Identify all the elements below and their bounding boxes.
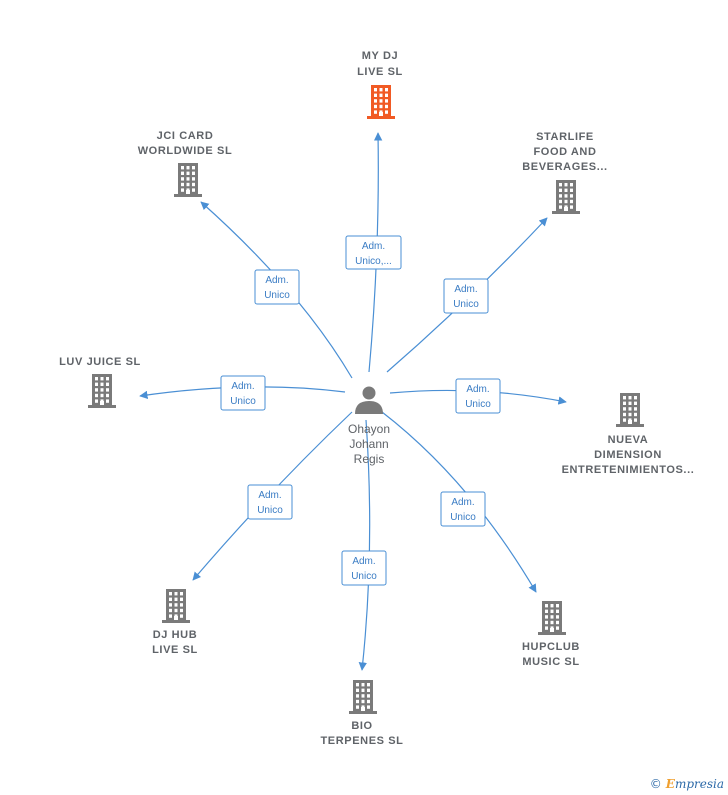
person-icon [355, 386, 383, 414]
company-name[interactable]: FOOD AND [533, 146, 596, 158]
company-node-hupclub-music-sl[interactable]: HUPCLUB MUSIC SL [522, 601, 580, 668]
building-icon[interactable] [367, 85, 395, 119]
company-node-my-dj-live-sl[interactable]: MY DJ LIVE SL [357, 50, 403, 119]
relation-text: Unico [453, 299, 479, 310]
company-name[interactable]: ENTRETENIMIENTOS... [562, 464, 695, 476]
relation-text: Adm. [231, 381, 254, 392]
relation-text: Unico [465, 399, 491, 410]
company-name[interactable]: TERPENES SL [320, 735, 403, 747]
person-name[interactable]: Ohayon [348, 422, 390, 436]
relation-text: Adm. [258, 490, 281, 501]
relation-label-starlife-food-and-beverages[interactable]: Adm. Unico [443, 278, 489, 314]
relation-label-hupclub-music-sl[interactable]: Adm. Unico [440, 491, 486, 527]
company-name[interactable]: WORLDWIDE SL [138, 145, 233, 157]
company-name[interactable]: STARLIFE [536, 131, 594, 143]
person-name[interactable]: Johann [349, 437, 388, 451]
person-name[interactable]: Regis [354, 452, 385, 466]
relation-text: Adm. [451, 497, 474, 508]
relation-text: Adm. [362, 241, 385, 252]
company-name[interactable]: MY DJ [362, 50, 398, 62]
relation-text: Unico [351, 571, 377, 582]
relation-text: Adm. [454, 284, 477, 295]
company-node-bio-terpenes-sl[interactable]: BIO TERPENES SL [320, 680, 403, 747]
relation-text: Adm. [265, 275, 288, 286]
relation-text: Unico [264, 290, 290, 301]
building-icon[interactable] [162, 589, 190, 623]
copyright-icon: © [649, 777, 662, 791]
company-name[interactable]: MUSIC SL [522, 656, 579, 668]
company-name[interactable]: HUPCLUB [522, 641, 580, 653]
building-icon[interactable] [349, 680, 377, 714]
company-name[interactable]: BIO [351, 720, 372, 732]
company-name[interactable]: NUEVA [608, 434, 649, 446]
company-name[interactable]: DIMENSION [594, 449, 662, 461]
company-name[interactable]: JCI CARD [157, 130, 214, 142]
relation-label-nueva-dimension-entretenimientos[interactable]: Adm. Unico [455, 378, 501, 414]
relation-label-dj-hub-live-sl[interactable]: Adm. Unico [247, 484, 293, 520]
brand-logo-initial: E [665, 777, 675, 791]
relation-label-jci-card-worldwide-sl[interactable]: Adm. Unico [254, 269, 300, 305]
relation-label-my-dj-live-sl[interactable]: Adm. Unico,... [345, 235, 402, 270]
company-node-starlife-food-and-beverages[interactable]: STARLIFE FOOD AND BEVERAGES... [522, 131, 607, 214]
company-name[interactable]: LIVE SL [152, 644, 198, 656]
building-icon[interactable] [538, 601, 566, 635]
company-node-jci-card-worldwide-sl[interactable]: JCI CARD WORLDWIDE SL [138, 130, 233, 197]
brand-footer: ©Empresia [650, 777, 724, 791]
relation-text: Unico [450, 512, 476, 523]
company-node-dj-hub-live-sl[interactable]: DJ HUB LIVE SL [152, 589, 198, 656]
relation-edge-bio-terpenes-sl [358, 419, 371, 671]
relation-label-luv-juice-sl[interactable]: Adm. Unico [220, 375, 266, 411]
building-icon[interactable] [88, 374, 116, 408]
building-icon[interactable] [174, 163, 202, 197]
relation-label-bio-terpenes-sl[interactable]: Adm. Unico [341, 550, 387, 586]
company-node-nueva-dimension-entretenimientos[interactable]: NUEVA DIMENSION ENTRETENIMIENTOS... [562, 393, 695, 476]
company-name[interactable]: LIVE SL [357, 66, 403, 78]
relation-text: Adm. [466, 384, 489, 395]
relation-edge-hupclub-music-sl [381, 411, 537, 593]
building-icon[interactable] [616, 393, 644, 427]
building-icon[interactable] [552, 180, 580, 214]
relation-text: Adm. [352, 556, 375, 567]
relation-text: Unico,... [355, 256, 392, 267]
brand-logo-text: mpresia [674, 777, 724, 791]
company-name[interactable]: DJ HUB [153, 629, 198, 641]
company-name[interactable]: BEVERAGES... [522, 161, 607, 173]
relation-text: Unico [257, 505, 283, 516]
company-node-luv-juice-sl[interactable]: LUV JUICE SL [59, 356, 141, 408]
relation-text: Unico [230, 396, 256, 407]
company-name[interactable]: LUV JUICE SL [59, 356, 141, 368]
